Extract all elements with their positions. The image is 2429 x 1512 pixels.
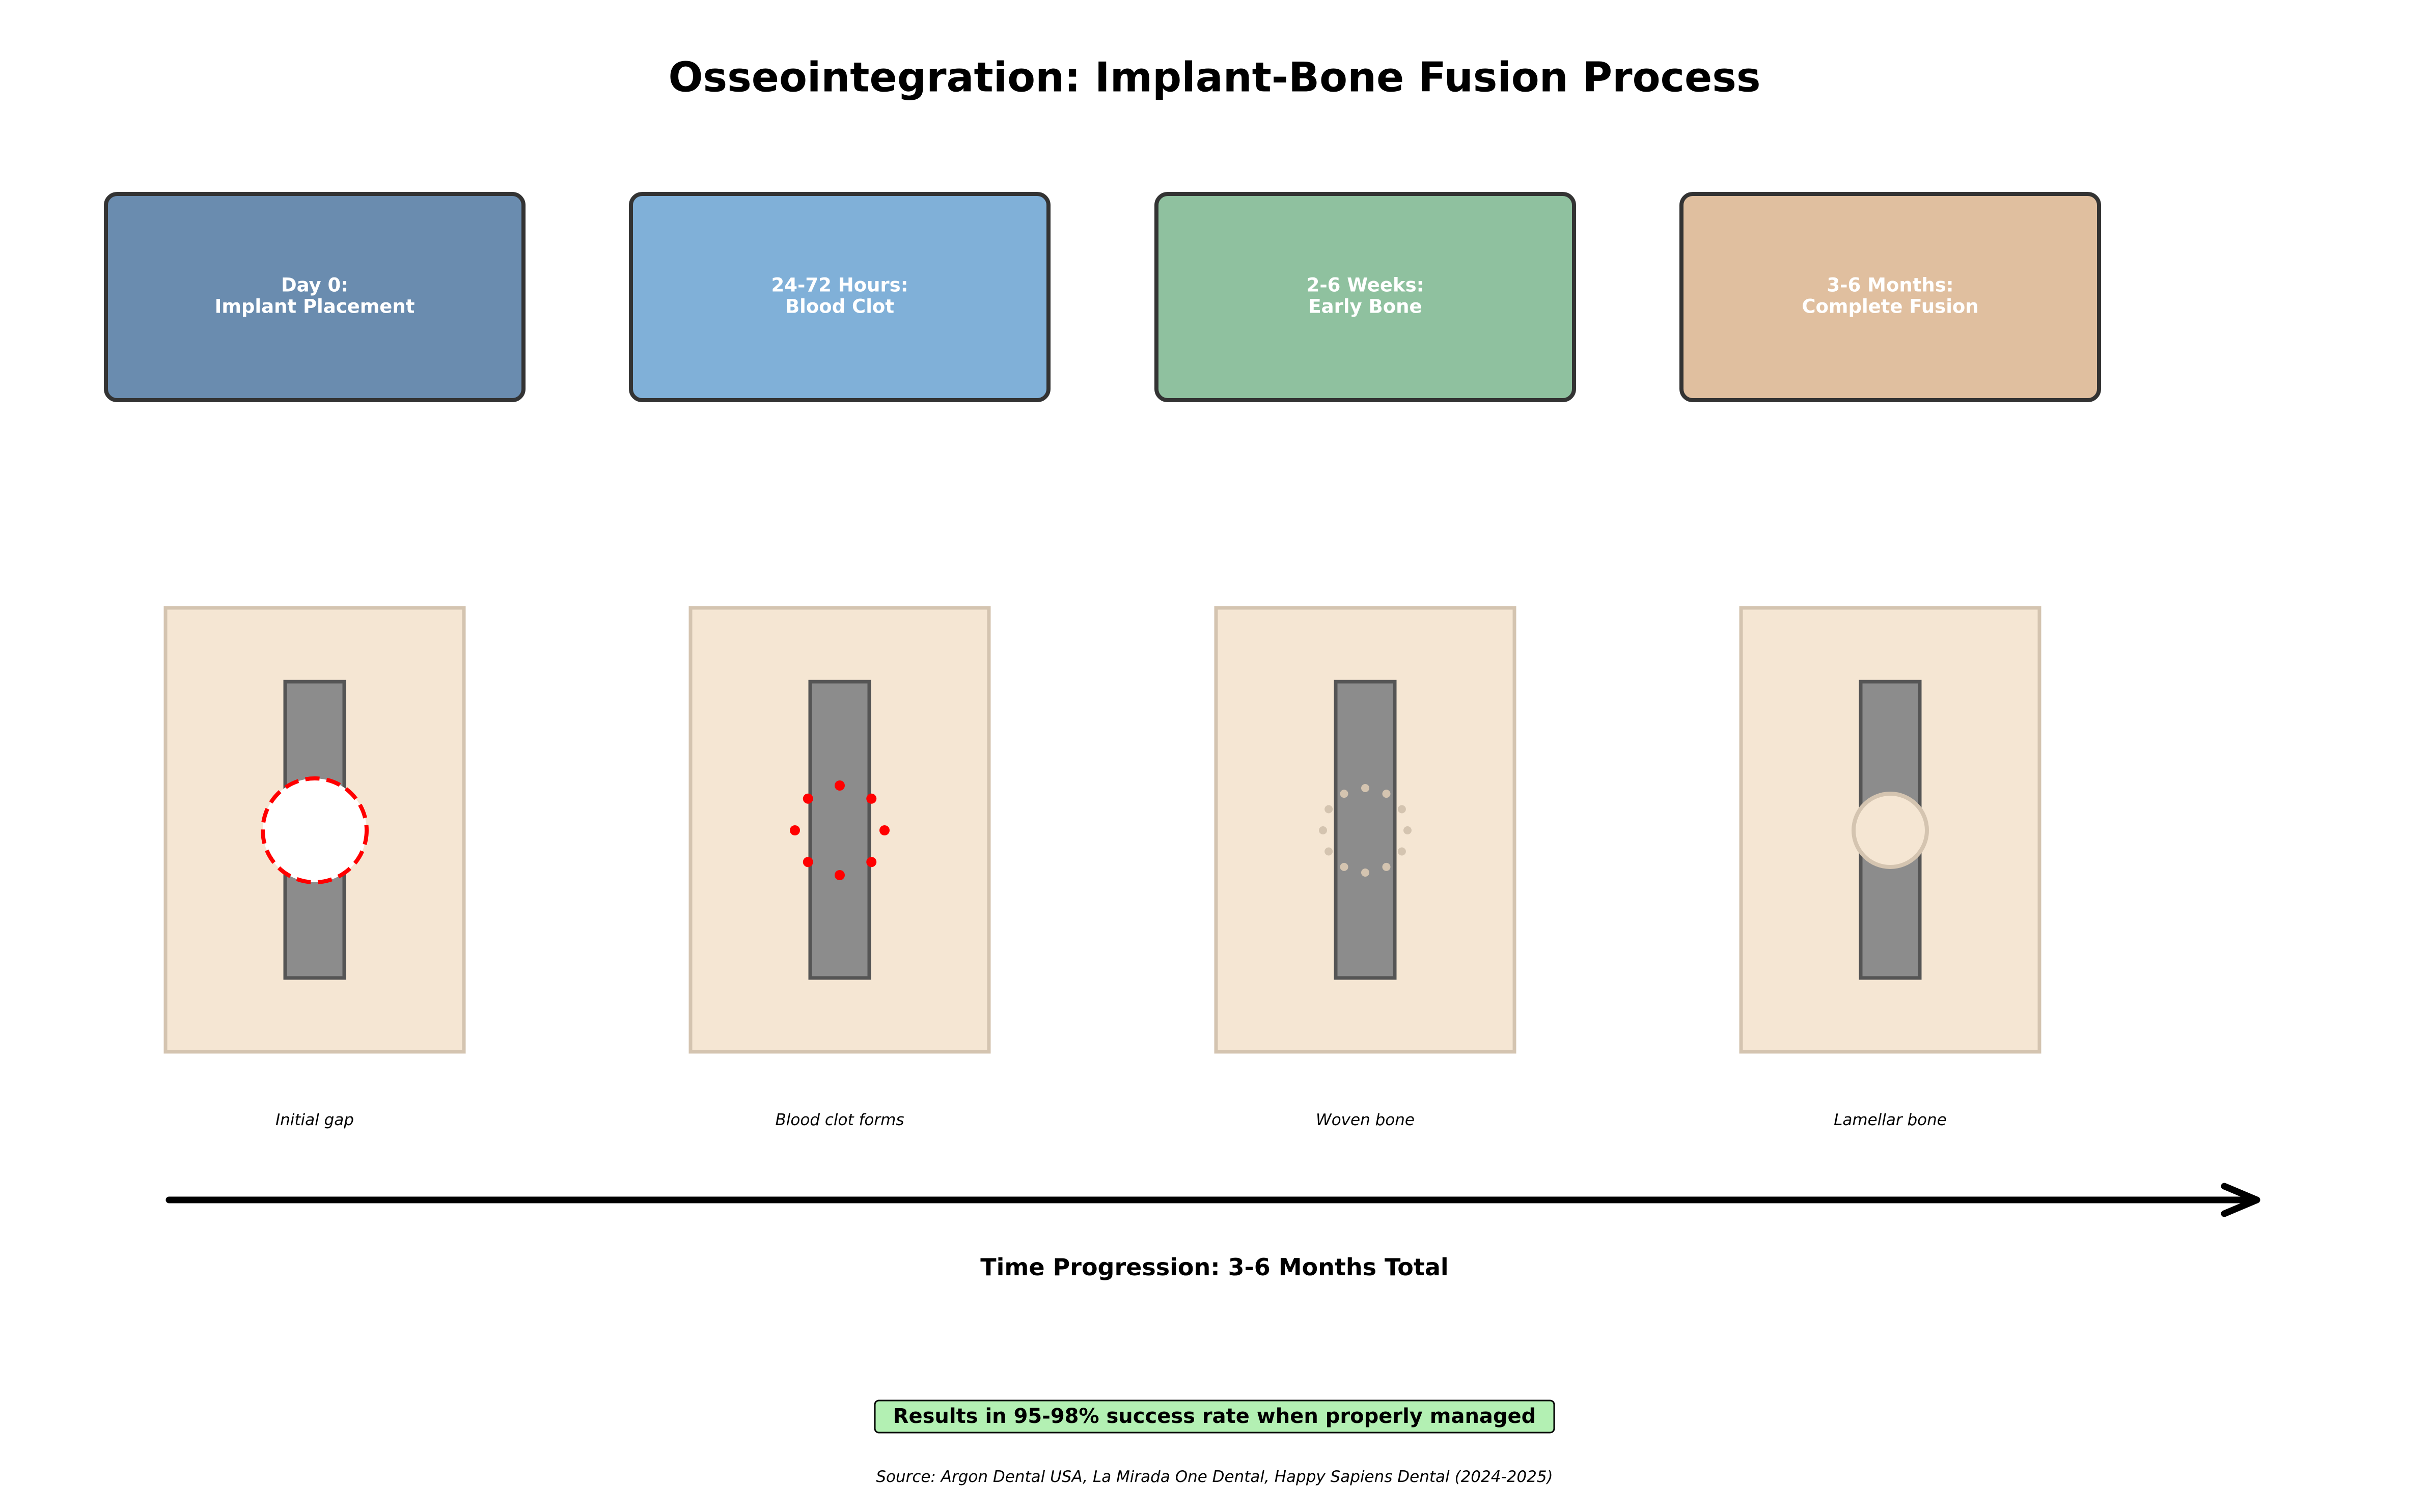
stage-3-bone-dot [1324, 805, 1333, 814]
stage-3-bone-dot [1382, 862, 1391, 871]
stage-2-implant-post [808, 680, 871, 980]
stage-2-header-box [629, 192, 1051, 402]
stage-3-label-line2: Early Bone [1308, 296, 1422, 318]
stage-2-caption: Blood clot forms [776, 1111, 904, 1129]
stage-3-bone-dot [1324, 847, 1333, 856]
stage-3-label-line1: 2-6 Weeks: [1307, 274, 1424, 296]
stage-3-caption: Woven bone [1316, 1111, 1415, 1129]
stage-4-fusion-circle [1852, 792, 1929, 869]
timeline-label: Time Progression: 3-6 Months Total [980, 1253, 1448, 1281]
stage-3-implant-post [1334, 680, 1397, 980]
stage-2-clot-dot [866, 793, 877, 804]
result-box [874, 1399, 1555, 1434]
stage-1-label-line2: Implant Placement [215, 296, 415, 318]
stage-3-bone-dot [1397, 805, 1406, 814]
stage-3-bone-dot [1397, 847, 1406, 856]
stage-1-label-line1: Day 0: [281, 274, 348, 296]
stage-3-bone-dot [1319, 826, 1327, 834]
stage-1-caption: Initial gap [275, 1111, 354, 1129]
timeline: Time Progression: 3-6 Months Total [165, 1183, 2260, 1281]
stage-3-bone-dot [1361, 869, 1369, 877]
stage-4-label-line1: 3-6 Months: [1827, 274, 1953, 296]
stage-1-gap-circle [261, 776, 369, 884]
stage-3-bone-dot [1403, 826, 1412, 834]
stage-2-clot-dot [835, 780, 845, 791]
stage-4-header-box [1679, 192, 2101, 402]
stage-1-header-box [104, 192, 526, 402]
page-title: Osseointegration: Implant-Bone Fusion Pr… [668, 54, 1760, 101]
result-callout: Results in 95-98% success rate when prop… [874, 1399, 1555, 1434]
result-text: Results in 95-98% success rate when prop… [893, 1405, 1536, 1428]
stage-2-clot-dot [790, 825, 800, 835]
stage-3-bone-dot [1361, 784, 1369, 792]
stage-3-bone-dot [1340, 790, 1348, 798]
stage-3-bone-dot [1340, 862, 1348, 871]
stage-3-bone-dot [1382, 790, 1391, 798]
stage-2-clot-dot [866, 857, 877, 867]
timeline-arrow-head [2221, 1183, 2260, 1217]
stage-2-clot-dot [803, 793, 813, 804]
stage-4-caption: Lamellar bone [1834, 1111, 1947, 1129]
stage-2-clot-dot [803, 857, 813, 867]
stage-2-label-line1: 24-72 Hours: [771, 274, 908, 296]
stage-4-label-line2: Complete Fusion [1802, 296, 1978, 318]
stage-2-label-line2: Blood Clot [785, 296, 894, 318]
stage-2-clot-dot [879, 825, 890, 835]
source-note: Source: Argon Dental USA, La Mirada One … [876, 1468, 1553, 1486]
stage-2-clot-dot [835, 870, 845, 880]
stage-3-header-box [1154, 192, 1576, 402]
